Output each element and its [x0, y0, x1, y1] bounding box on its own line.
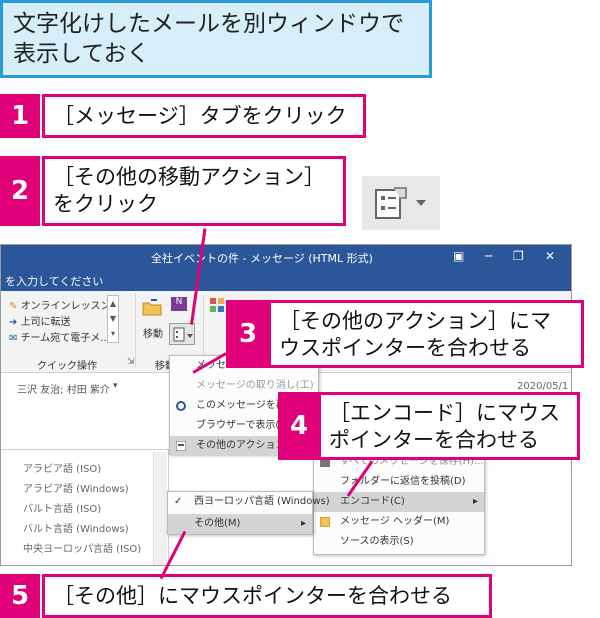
menu-item-label: その他のアクション(O) [196, 440, 302, 451]
more-move-actions-icon [375, 187, 426, 219]
window-title: 全社イベントの件 - メッセージ (HTML 形式) [151, 252, 373, 265]
menu-item-label: フォルダーに返信を投稿(D) [340, 476, 466, 487]
menu-item-post-reply[interactable]: フォルダーに返信を投稿(D) [314, 472, 484, 492]
step-5-text: ［その他］にマウスポインターを合わせる [53, 584, 452, 608]
step-2-callout: ［その他の移動アクション］ をクリック [42, 156, 346, 226]
menu-item-label: メッセージ ヘッダー(M) [340, 516, 450, 527]
step-5-number: 5 [0, 574, 40, 618]
quick-step-1-label: オンラインレッスン [20, 301, 111, 312]
menu-item-label: このメッセージを再送信(S) [196, 400, 320, 411]
menu-item-western-european[interactable]: ✓ 西ヨーロッパ言語 (Windows) [168, 492, 330, 512]
received-date: 2020/05/1 [517, 381, 569, 392]
submenu-arrow-icon: ▸ [300, 518, 306, 529]
forward-icon: ➜ [9, 317, 21, 328]
check-icon: ✓ [174, 496, 183, 507]
menu-item-label: メッセージ [196, 360, 246, 371]
menu-item-recall[interactable]: メッセージの取り消し(工) [170, 376, 318, 396]
step-3-callout: ［その他のアクション］にマ ウスポインターを合わせる [268, 300, 584, 368]
ribbon-display-options-icon[interactable]: ▣ [453, 249, 465, 263]
tell-me-bar[interactable]: を入力してください [1, 269, 571, 291]
close-icon[interactable]: ✕ [545, 249, 556, 263]
step-2-number: 2 [0, 156, 40, 226]
mail-icon: ✉ [9, 333, 21, 344]
other-actions-icon [176, 441, 186, 451]
encoding-list: アラビア語 (ISO) アラビア語 (Windows) バルト言語 (ISO) … [1, 449, 169, 565]
menu-item-label: すべてのメッセージを保存(H)... [340, 456, 484, 467]
menu-item-label: その他(M) [194, 518, 241, 529]
menu-item-label: 西ヨーロッパ言語 (Windows) [194, 496, 330, 507]
tags-icon[interactable] [209, 297, 227, 313]
step-1-number: 1 [0, 94, 40, 138]
menu-item-message[interactable]: メッセージ [170, 356, 318, 376]
menu-item-resend[interactable]: このメッセージを再送信(S) [170, 396, 320, 416]
step-1-text: ［メッセージ］タブをクリック [53, 104, 347, 128]
quick-step-3[interactable]: ✉ チーム宛て電子メ... [9, 329, 110, 344]
step-2-text-line-1: ［その他の移動アクション］ [53, 165, 325, 189]
menu-item-label: ソースの表示(S) [340, 536, 414, 547]
quick-steps-scroll[interactable]: ▲▼▾ [107, 295, 119, 343]
menu-item-view-source[interactable]: ソースの表示(S) [314, 532, 484, 552]
sender-names: 三沢 友治; 村田 紫介 [17, 385, 110, 396]
step-3-number: 3 [226, 300, 270, 368]
step-4-callout: ［エンコード］にマウス ポインターを合わせる [318, 392, 580, 460]
title-line-2: 表示しておく [13, 41, 150, 67]
move-icon[interactable] [141, 297, 163, 317]
minimize-icon[interactable]: ─ [485, 249, 493, 263]
step-4-text-line-2: ポインターを合わせる [329, 428, 539, 452]
submenu-arrow-icon: ▸ [472, 496, 478, 507]
encoding-submenu: ✓ 西ヨーロッパ言語 (Windows) その他(M) ▸ [167, 491, 330, 535]
header-icon [320, 517, 330, 527]
ribbon-divider [203, 295, 204, 369]
move-button-label[interactable]: 移動 [143, 329, 163, 340]
menu-item-message-header[interactable]: メッセージ ヘッダー(M) [314, 512, 484, 532]
other-actions-submenu: すべてのメッセージを保存(H)... フォルダーに返信を投稿(D) エンコード(… [313, 451, 485, 555]
menu-item-label: エンコード(C) [340, 496, 405, 507]
save-icon [320, 457, 330, 467]
menu-item-label: ブラウザーで表示(V) [196, 420, 291, 431]
quick-step-2-label: 上司に転送 [20, 317, 71, 328]
list-item[interactable]: バルト言語 (ISO) [23, 504, 102, 515]
title-box: 文字化けしたメールを別ウィンドウで 表示しておく [0, 0, 432, 78]
menu-item-more-encodings[interactable]: その他(M) ▸ [168, 514, 312, 534]
step-1-callout: ［メッセージ］タブをクリック [42, 94, 366, 138]
step-3-text-line-2: ウスポインターを合わせる [279, 336, 531, 360]
list-item[interactable]: 中央ヨーロッパ言語 (ISO) [23, 544, 142, 555]
tell-me-text: を入力してください [5, 275, 104, 288]
window-titlebar: 全社イベントの件 - メッセージ (HTML 形式) ▣ ─ ❐ ✕ [1, 245, 571, 269]
step-4-number: 4 [278, 392, 320, 460]
resend-icon [176, 401, 186, 411]
dialog-launcher-icon[interactable]: ⇲ [127, 357, 135, 367]
quick-step-icon: ✎ [9, 301, 21, 312]
menu-item-save-all[interactable]: すべてのメッセージを保存(H)... [314, 452, 484, 472]
quick-steps-gallery[interactable]: ✎ オンラインレッスン ➜ 上司に転送 ✉ チーム宛て電子メ... [9, 295, 121, 345]
list-item[interactable]: アラビア語 (ISO) [23, 464, 102, 475]
group-quick-steps-label: クイック操作 [37, 361, 97, 372]
menu-item-view-in-browser[interactable]: ブラウザーで表示(V) [170, 416, 318, 436]
step-5-callout: ［その他］にマウスポインターを合わせる [42, 574, 492, 618]
restore-icon[interactable]: ❐ [513, 249, 524, 263]
group-move-label: 移動 [155, 361, 175, 372]
step-3-text-line-1: ［その他のアクション］にマ [279, 309, 551, 333]
menu-item-encoding[interactable]: エンコード(C) ▸ [314, 492, 484, 512]
menu-item-label: メッセージの取り消し(工) [196, 380, 314, 391]
more-move-actions-button[interactable] [169, 323, 195, 345]
quick-step-1[interactable]: ✎ オンラインレッスン [9, 297, 111, 312]
quick-step-3-label: チーム宛て電子メ... [20, 333, 110, 344]
list-item[interactable]: アラビア語 (Windows) [23, 484, 129, 495]
quick-step-2[interactable]: ➜ 上司に転送 [9, 313, 71, 328]
sender-expand-icon[interactable]: ▾ [113, 381, 118, 391]
title-line-1: 文字化けしたメールを別ウィンドウで [13, 11, 404, 37]
more-move-actions-zoom [362, 176, 440, 230]
step-2-text-line-2: をクリック [53, 192, 158, 216]
onenote-icon[interactable]: N [171, 297, 187, 311]
list-item[interactable]: バルト言語 (Windows) [23, 524, 129, 535]
list-scrollbar[interactable] [153, 452, 167, 565]
step-4-text-line-1: ［エンコード］にマウス [329, 401, 560, 425]
ribbon-divider [135, 293, 136, 367]
